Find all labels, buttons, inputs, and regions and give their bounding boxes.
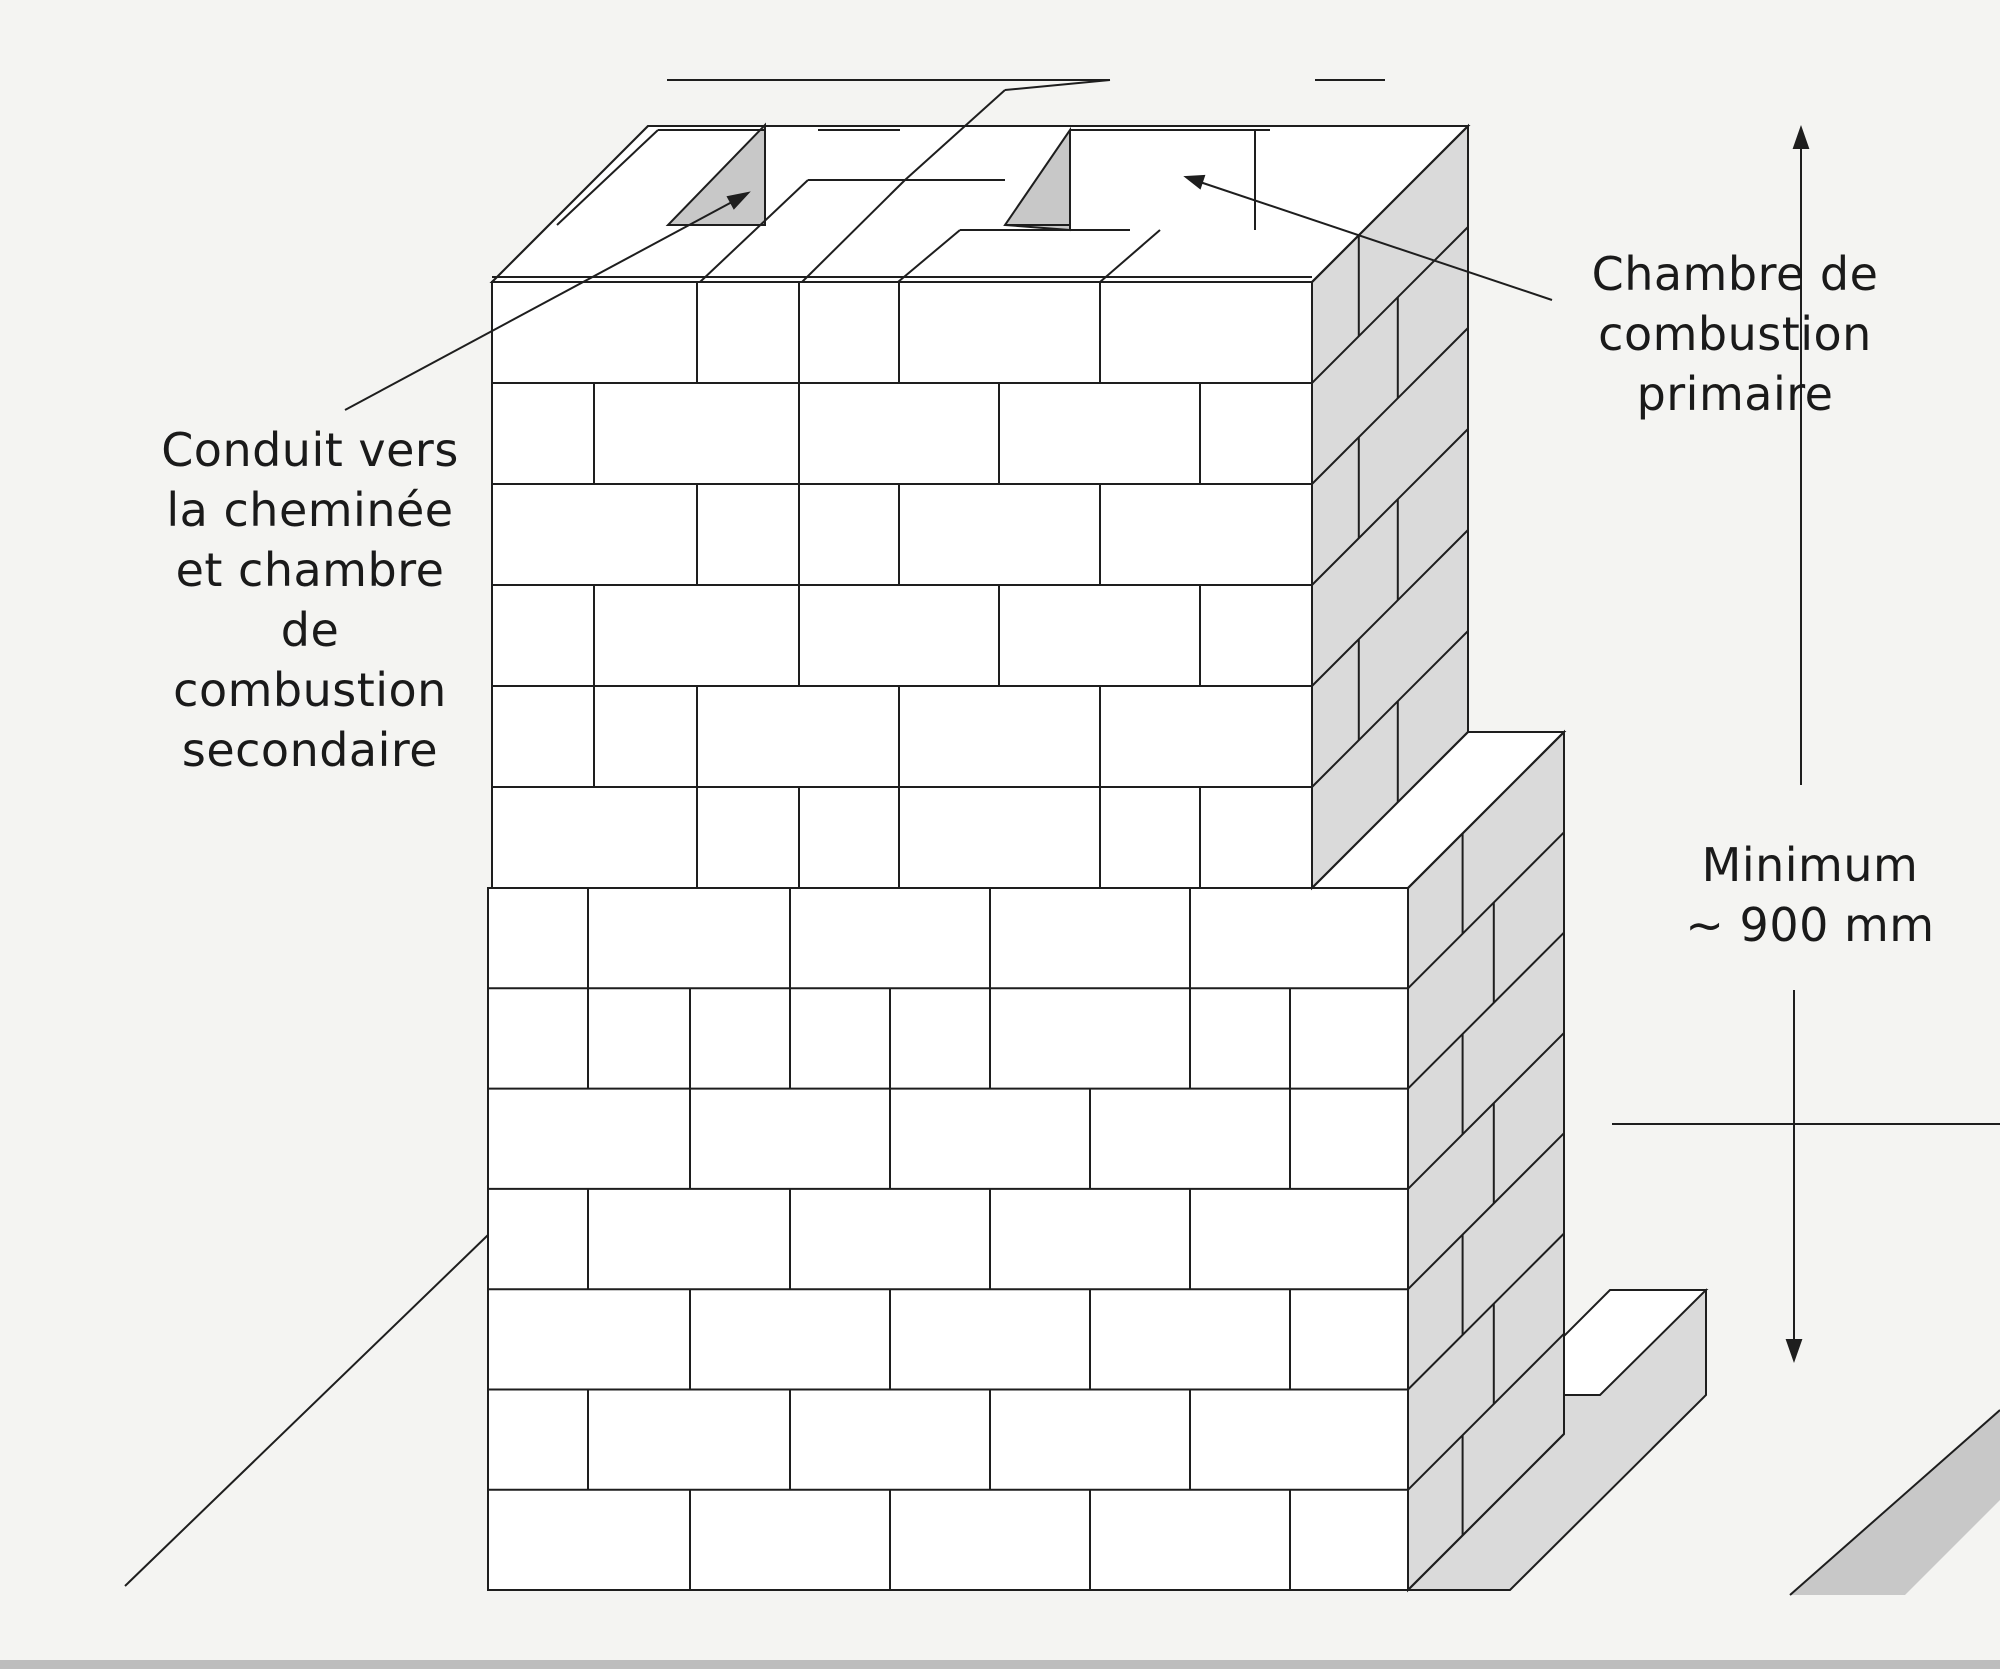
label-line: primaire	[1636, 367, 1834, 421]
label-line: de	[280, 603, 340, 657]
upper-side-joint	[1311, 226, 1469, 384]
floor-edge-line	[1789, 1409, 2000, 1596]
floor-lines	[124, 1123, 2000, 1596]
label-line: la cheminée	[166, 483, 454, 537]
top-brick-joint	[1004, 79, 1111, 91]
leader-chambre	[1187, 177, 1553, 301]
upper-side-joint	[1311, 327, 1469, 485]
upper-side-joint	[1311, 630, 1469, 788]
top-brick-joint	[1099, 229, 1161, 283]
lower-side-joint	[1407, 1333, 1565, 1491]
label-conduit-secondary-chamber: Conduit vers la cheminée et chambre de c…	[130, 420, 490, 780]
lower-side-joint	[1407, 931, 1565, 1090]
top-brick-joint	[801, 179, 906, 283]
label-primary-combustion-chamber: Chambre de combustion primaire	[1555, 244, 1915, 424]
floor-edge-line	[124, 1234, 489, 1587]
label-line: Conduit vers	[161, 423, 459, 477]
lower-front-face	[487, 887, 1409, 1591]
label-line: secondaire	[181, 723, 439, 777]
leader-conduit	[344, 194, 746, 411]
upper-outline	[1311, 731, 1469, 889]
arrowhead	[1792, 124, 1810, 149]
arrowhead	[726, 191, 751, 210]
label-line: combustion	[1598, 307, 1872, 361]
top-outline	[489, 125, 1471, 283]
lower-side-joint	[1407, 1132, 1565, 1290]
top-brick-joint	[556, 129, 659, 226]
top-brick-joint	[897, 229, 961, 283]
label-line: Minimum	[1701, 838, 1919, 892]
label-line: et chambre	[175, 543, 445, 597]
upper-side-joint	[1311, 428, 1469, 586]
upper-side-joint	[1311, 529, 1469, 687]
top-brick-joint	[699, 179, 809, 283]
label-line: Chambre de	[1591, 247, 1879, 301]
lower-outline	[1407, 1433, 1565, 1591]
arrowhead	[1183, 174, 1206, 190]
lower-brick-block	[487, 729, 1567, 1593]
top-brick-joint	[904, 89, 1006, 181]
bottom-edge-bar	[0, 1660, 2000, 1669]
label-line: ~ 900 mm	[1685, 898, 1935, 952]
lower-side-joint	[1407, 731, 1565, 889]
label-minimum-height: Minimum ~ 900 mm	[1660, 835, 1960, 955]
lower-side-joint	[1407, 831, 1565, 990]
lower-side-joint	[1407, 1232, 1565, 1391]
label-line: combustion	[173, 663, 447, 717]
upper-brick-block	[491, 123, 1469, 891]
lower-side-joint	[1407, 1032, 1565, 1190]
annotation-arrows	[344, 124, 1810, 1364]
arrowhead	[1785, 1339, 1803, 1364]
